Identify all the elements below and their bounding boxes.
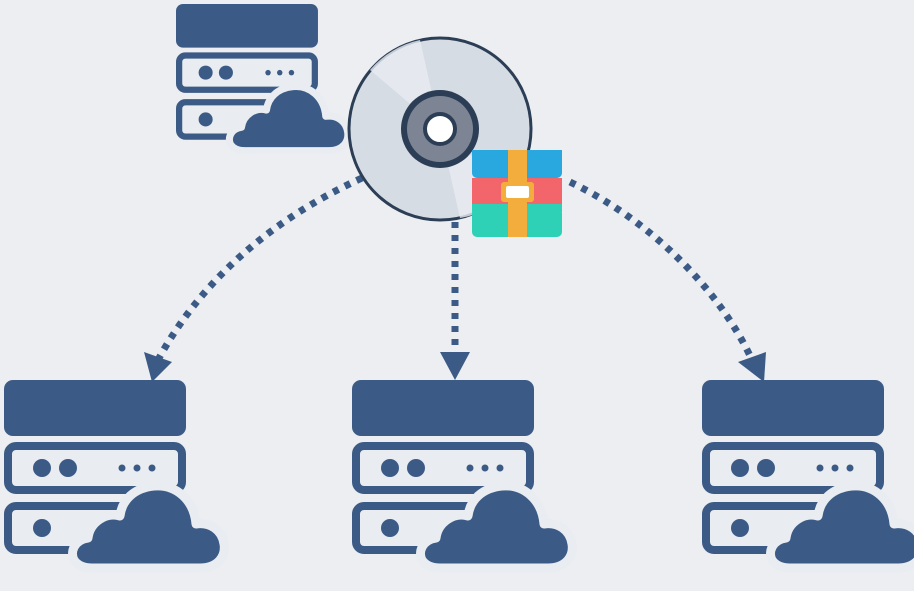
target-server-right bbox=[702, 380, 914, 568]
archive-package bbox=[472, 150, 562, 237]
target-server-center bbox=[352, 380, 572, 568]
cloud-server-icon bbox=[352, 380, 572, 568]
arrow-head-center bbox=[440, 352, 470, 380]
cloud-server-icon bbox=[702, 380, 914, 568]
distribution-arrows bbox=[144, 174, 766, 382]
source-server bbox=[176, 4, 348, 151]
arrow-to-left-server bbox=[154, 174, 364, 362]
target-server-left bbox=[4, 380, 224, 568]
archive-icon bbox=[472, 150, 562, 237]
cloud-server-icon bbox=[4, 380, 224, 568]
arrow-head-right bbox=[738, 352, 766, 382]
arrow-to-right-server bbox=[568, 178, 756, 362]
arrow-head-left bbox=[144, 352, 172, 382]
cloud-server-icon bbox=[176, 4, 348, 151]
